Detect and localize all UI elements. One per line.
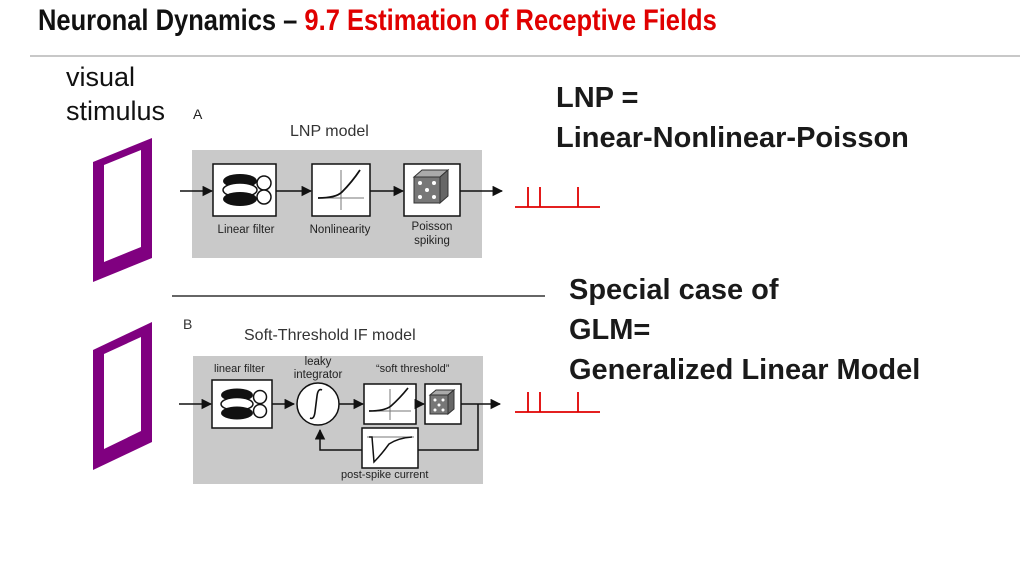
nonlinearity-label: Nonlinearity bbox=[309, 224, 371, 236]
visual-stimulus-label: visual stimulus bbox=[66, 60, 165, 128]
title-main-text: Neuronal Dynamics – bbox=[38, 4, 305, 37]
stimulus-frame-top bbox=[93, 138, 152, 282]
poisson-line1: Poisson bbox=[411, 221, 453, 233]
nonlinearity-block-a bbox=[311, 163, 371, 217]
spike-train-a bbox=[515, 187, 600, 208]
soft-threshold-block bbox=[363, 383, 417, 425]
linear-filter-block-a bbox=[212, 163, 277, 217]
integrator-icon bbox=[296, 382, 340, 426]
visual-stimulus-line1: visual bbox=[66, 62, 136, 92]
glm-definition: Special case of GLM= Generalized Linear … bbox=[569, 270, 920, 390]
soft-threshold-model-title: Soft-Threshold IF model bbox=[244, 327, 416, 344]
linear-filter-label-b: linear filter bbox=[214, 363, 265, 375]
lnp-definition: LNP = Linear-Nonlinear-Poisson bbox=[556, 78, 909, 158]
linear-filter-block-b bbox=[211, 379, 273, 429]
lnp-model-title: LNP model bbox=[290, 123, 369, 140]
title-divider bbox=[30, 55, 1020, 57]
dice-icon-a bbox=[403, 163, 461, 217]
lnp-def-line1: LNP = bbox=[556, 82, 639, 114]
post-spike-kernel-block bbox=[361, 427, 419, 469]
glm-def-line2: GLM= bbox=[569, 314, 651, 346]
panel-a-label: A bbox=[193, 106, 203, 122]
title-sub-text: 9.7 Estimation of Receptive Fields bbox=[304, 4, 717, 37]
linear-filter-label-a: Linear filter bbox=[217, 224, 275, 236]
poisson-spiking-label: Poisson spiking bbox=[400, 220, 464, 248]
spike-train-b bbox=[515, 392, 600, 413]
glm-def-line3: Generalized Linear Model bbox=[569, 354, 921, 386]
leaky-line1: leaky bbox=[304, 356, 332, 368]
soft-threshold-label: “soft threshold” bbox=[376, 363, 450, 375]
stimulus-frame-bottom bbox=[93, 322, 152, 470]
dice-icon-b bbox=[424, 383, 462, 425]
glm-def-line1: Special case of bbox=[569, 274, 779, 306]
visual-stimulus-line2: stimulus bbox=[66, 96, 166, 126]
poisson-line2: spiking bbox=[414, 235, 450, 247]
slide-title: Neuronal Dynamics – 9.7 Estimation of Re… bbox=[38, 4, 717, 38]
leaky-integrator-label: leaky integrator bbox=[285, 356, 351, 382]
leaky-line2: integrator bbox=[293, 369, 343, 381]
post-spike-current-label: post-spike current bbox=[341, 469, 429, 481]
panel-b-label: B bbox=[183, 316, 193, 332]
lnp-def-line2: Linear-Nonlinear-Poisson bbox=[556, 122, 909, 154]
